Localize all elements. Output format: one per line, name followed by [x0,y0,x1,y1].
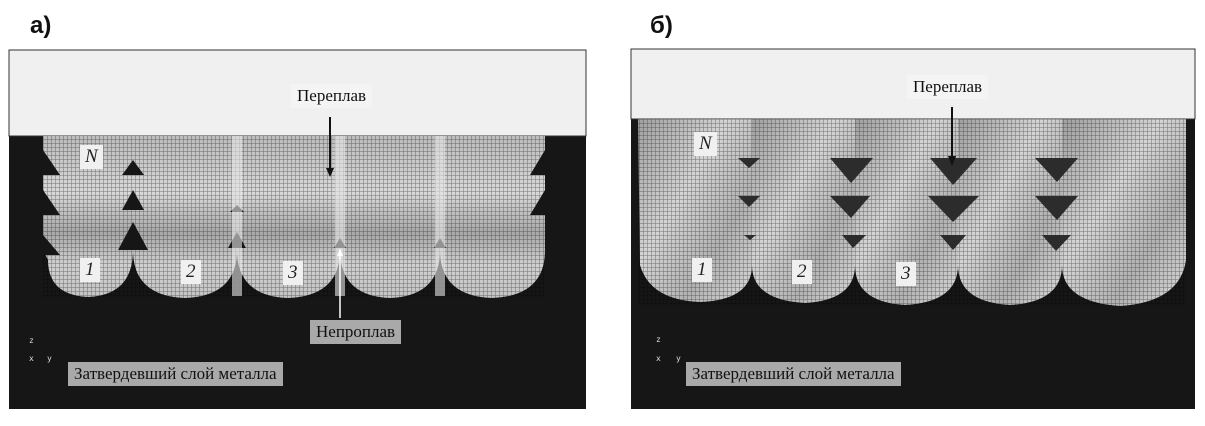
bead-columns [638,119,1186,306]
axis-x-a: x [29,354,34,363]
bead-label-3-a: 3 [283,261,303,285]
solid-layer-label-b: Затвердевший слой металла [686,362,901,386]
panel-b-letter: б) [650,12,673,39]
bead-label-1-a: 1 [80,258,100,282]
remelt-label-b: Переплав [907,75,989,99]
axis-y-b: y [676,354,681,363]
remelt-label-a: Переплав [291,84,373,108]
panel-a-letter: а) [30,12,52,39]
solid-layer-label-a: Затвердевший слой металла [68,362,283,386]
bead-label-n-b: N [694,132,717,156]
axis-z-b: z [656,335,661,344]
bead-label-3-b: 3 [896,262,916,286]
bead-label-1-b: 1 [692,258,712,282]
axis-z-a: z [29,336,34,345]
panel-b-image [630,48,1196,409]
lack-of-fusion-label: Непроплав [310,320,402,344]
axis-x-b: x [656,354,661,363]
axis-y-a: y [47,354,52,363]
bead-label-2-b: 2 [792,260,812,284]
bead-label-n-a: N [80,145,103,169]
remelt-triangles [738,158,1078,251]
bead-label-2-a: 2 [181,260,201,284]
